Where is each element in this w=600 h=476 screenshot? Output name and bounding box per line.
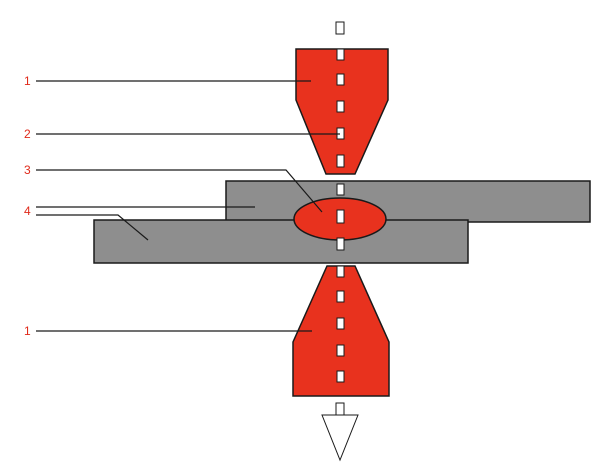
leader-line-lower-sheet (36, 214, 149, 241)
downward-arrow-icon (321, 402, 359, 462)
lower-sheet (93, 219, 469, 264)
leader-line-weld-nugget (36, 169, 323, 213)
leader-lines (36, 80, 340, 332)
callout-lower-electrode: 1 (24, 324, 31, 338)
current-path (335, 21, 345, 383)
callout-workpiece-sheets: 4 (24, 204, 31, 218)
callout-weld-nugget: 3 (24, 163, 31, 177)
upper-sheet (225, 180, 591, 223)
callout-current-path: 2 (24, 127, 31, 141)
callout-upper-electrode: 1 (24, 74, 31, 88)
lower-electrode (292, 265, 390, 397)
